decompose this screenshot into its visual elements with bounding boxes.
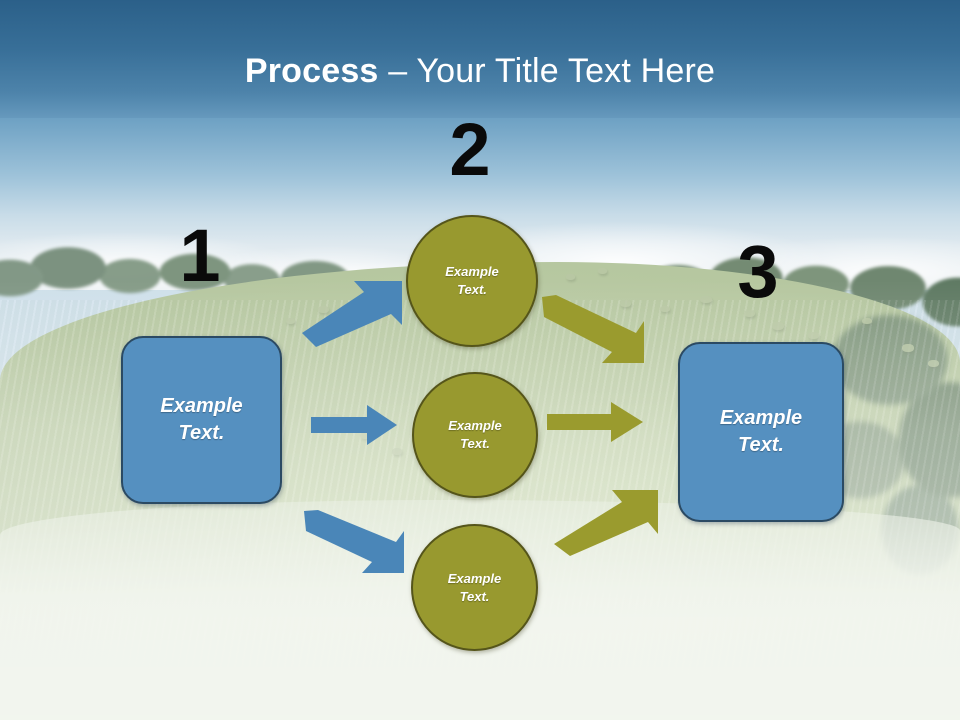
step-number-3: 3 xyxy=(737,230,779,313)
arrow-top-to-end xyxy=(540,294,650,364)
process-node-circle-middle[interactable]: Example Text. xyxy=(412,372,538,498)
process-node-circle-middle-label: Example Text. xyxy=(448,418,502,451)
page-title-rest: – Your Title Text Here xyxy=(378,52,716,90)
process-node-start-label: Example Text. xyxy=(160,395,243,444)
arrow-start-to-middle xyxy=(311,405,399,449)
arrow-start-to-bottom xyxy=(302,509,406,575)
arrow-start-to-top xyxy=(300,280,404,348)
step-number-1: 1 xyxy=(179,214,221,297)
page-title: Process – Your Title Text Here xyxy=(0,52,960,91)
process-node-circle-top[interactable]: Example Text. xyxy=(406,215,538,347)
process-node-circle-bottom-label: Example Text. xyxy=(447,570,502,604)
process-node-circle-bottom[interactable]: Example Text. xyxy=(411,524,538,651)
process-node-end-label: Example Text. xyxy=(719,407,803,456)
arrow-bottom-to-end xyxy=(552,488,662,556)
process-node-end-box[interactable]: Example Text. xyxy=(678,342,844,522)
process-node-circle-top-label: Example Text. xyxy=(445,264,499,297)
page-title-strong: Process xyxy=(244,52,379,90)
step-number-2: 2 xyxy=(449,108,491,191)
title-band xyxy=(0,0,960,118)
process-node-start-box[interactable]: Example Text. xyxy=(121,336,282,504)
arrow-middle-to-end xyxy=(547,402,647,446)
